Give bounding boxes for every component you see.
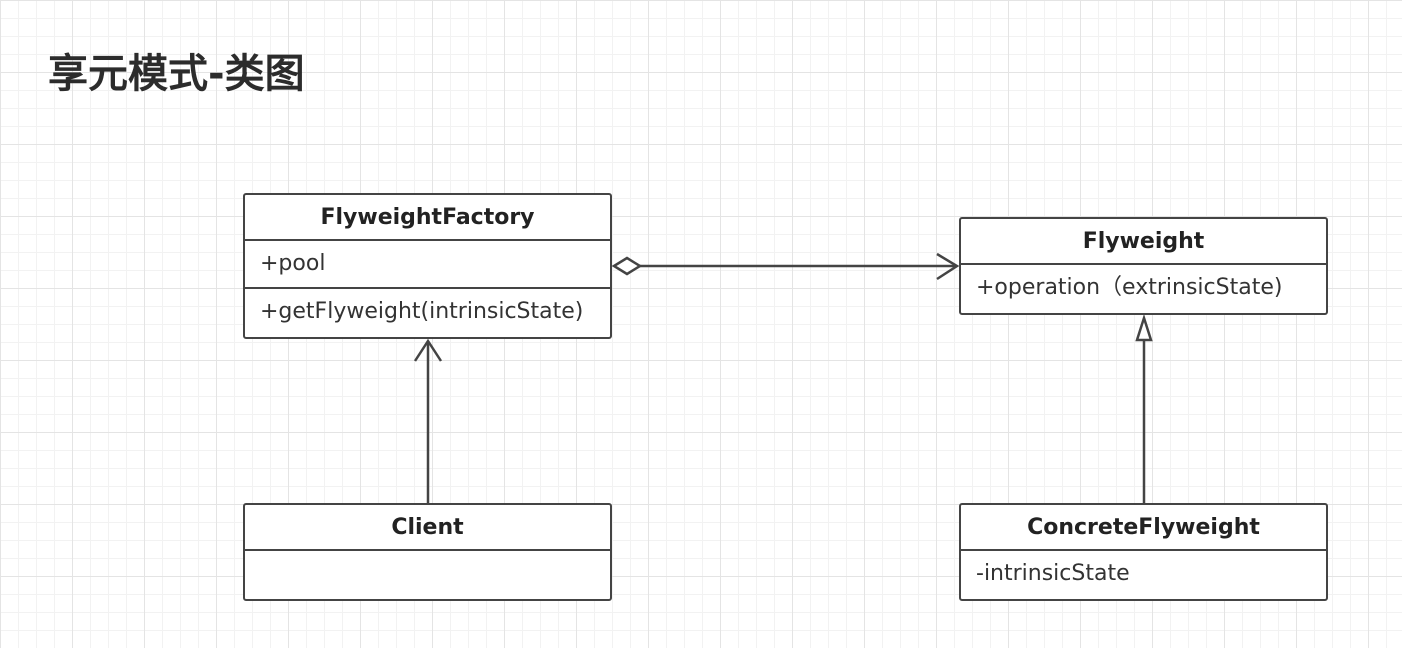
- class-concrete-flyweight[interactable]: ConcreteFlyweight -intrinsicState: [959, 503, 1328, 601]
- class-method: +getFlyweight(intrinsicState): [260, 299, 584, 324]
- class-name: ConcreteFlyweight: [961, 505, 1326, 551]
- class-name: FlyweightFactory: [245, 195, 610, 241]
- diagram-title: 享元模式-类图: [48, 51, 305, 97]
- class-name: Flyweight: [961, 219, 1326, 265]
- class-client[interactable]: Client: [243, 503, 612, 601]
- class-flyweight-factory[interactable]: FlyweightFactory +pool +getFlyweight(int…: [243, 193, 612, 339]
- dependency-connector: [413, 338, 443, 503]
- generalization-triangle: [1135, 313, 1153, 342]
- class-method: +operation（extrinsicState): [976, 275, 1283, 300]
- aggregation-connector: [611, 252, 960, 281]
- class-attribute: -intrinsicState: [976, 561, 1130, 586]
- class-attribute: +pool: [245, 241, 610, 289]
- aggregation-diamond: [611, 256, 643, 276]
- generalization-connector: [1135, 313, 1153, 503]
- class-name: Client: [245, 505, 610, 551]
- class-body: [245, 551, 610, 599]
- dependency-arrowhead: [413, 338, 443, 362]
- class-flyweight[interactable]: Flyweight +operation（extrinsicState): [959, 217, 1328, 315]
- aggregation-arrowhead: [936, 252, 960, 281]
